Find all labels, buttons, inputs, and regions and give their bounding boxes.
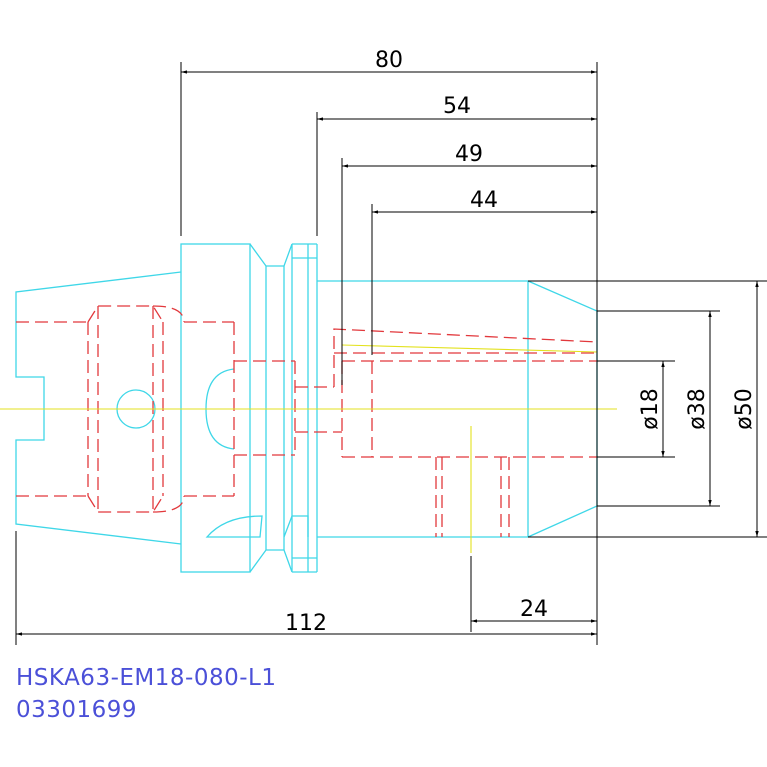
flange-groove-top: [249, 243, 293, 267]
centerlines: [0, 344, 617, 553]
dimension-dia-38: ø38: [685, 388, 710, 429]
flange-groove-bottom: [249, 549, 293, 573]
holder-outline: [15, 243, 598, 573]
hidden-lines: [16, 305, 598, 537]
flange: [180, 243, 251, 573]
dimension-dia-50: ø50: [732, 388, 757, 429]
article-number-label: 03301699: [16, 697, 138, 723]
dimension-49: 49: [455, 142, 483, 167]
dimension-dia-18: ø18: [638, 388, 663, 429]
dimension-80: 80: [375, 48, 403, 73]
dimension-24: 24: [520, 597, 548, 622]
dimension-lines: [15, 62, 767, 645]
dimension-112: 112: [285, 611, 327, 636]
dimension-44: 44: [470, 188, 498, 213]
part-number-label: HSKA63-EM18-080-L1: [16, 665, 277, 691]
dimension-54: 54: [443, 94, 471, 119]
